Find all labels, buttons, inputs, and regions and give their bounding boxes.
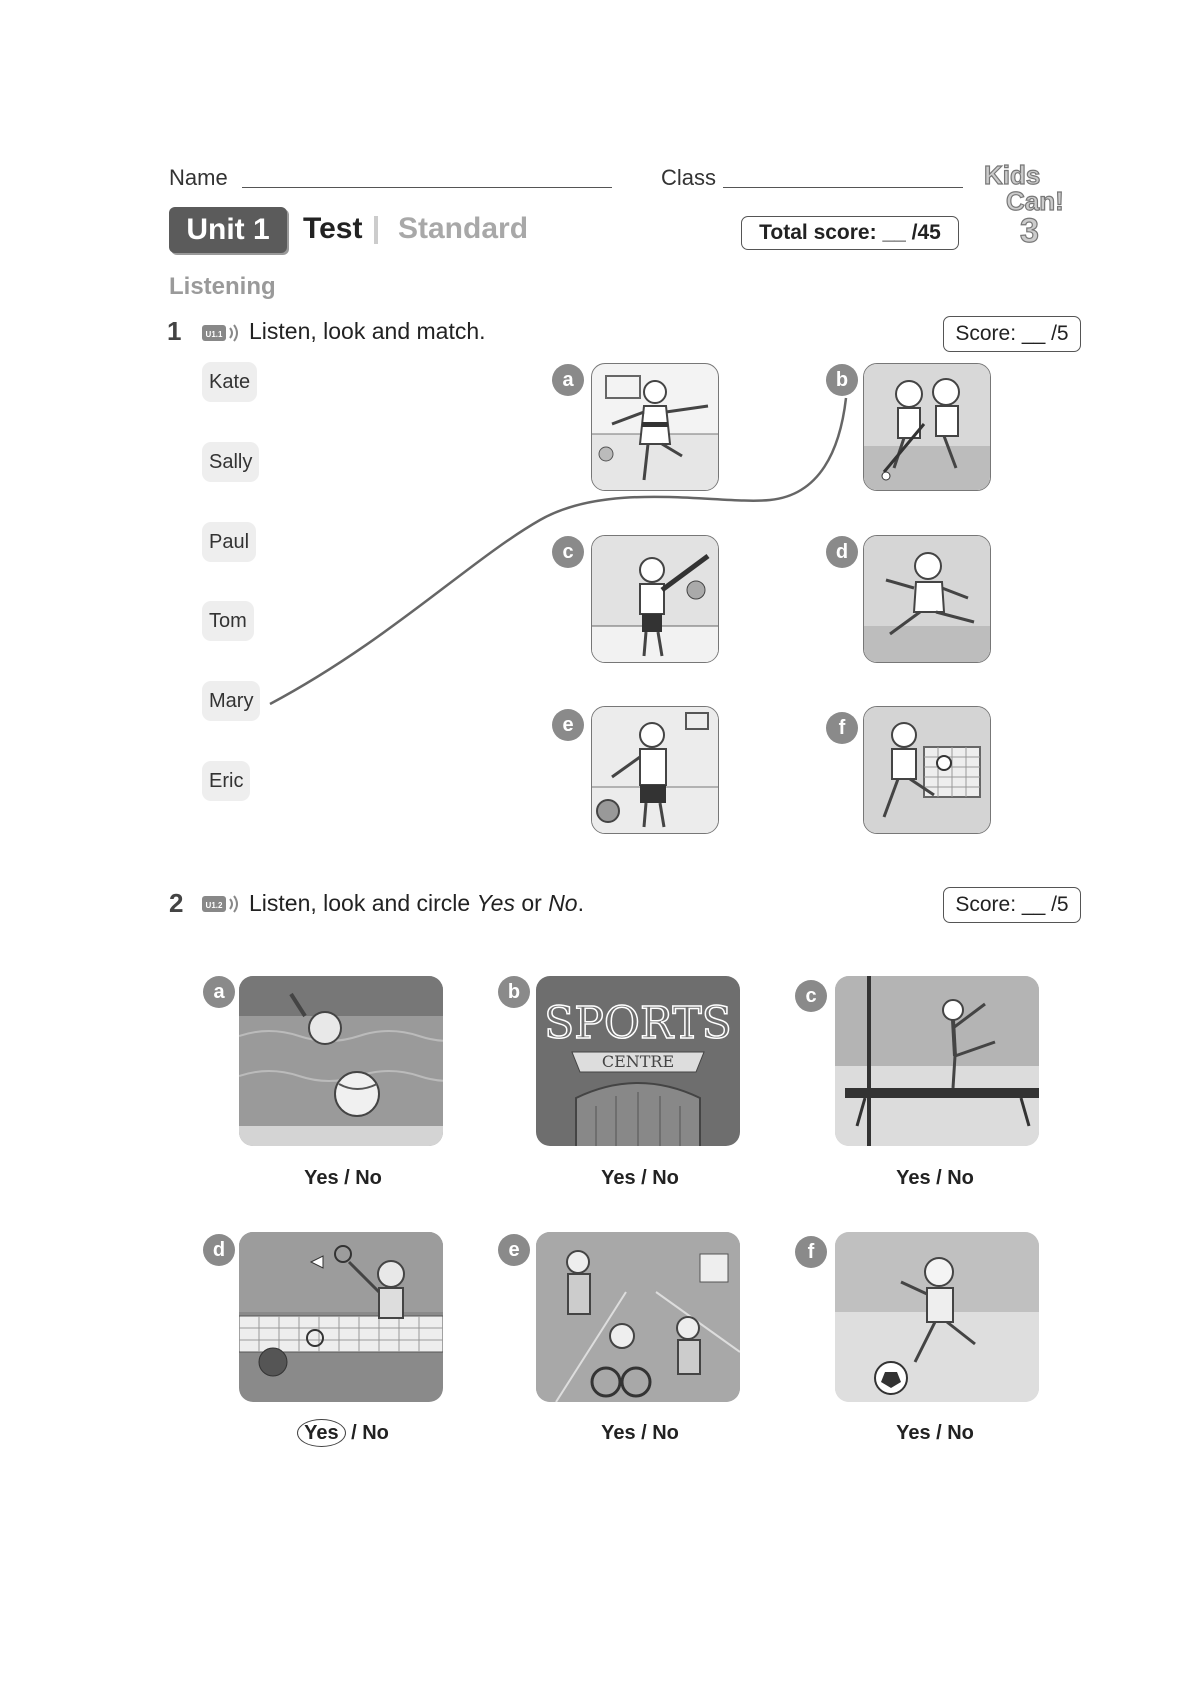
q1-letter-b: b <box>826 364 858 396</box>
slash: / <box>635 1422 653 1444</box>
q1-picture-d <box>863 535 991 663</box>
running-scene-icon <box>864 536 990 662</box>
q2-letter-d: d <box>203 1234 235 1266</box>
karate-scene-icon <box>592 375 718 490</box>
total-score-box: Total score: __ /45 <box>741 216 959 250</box>
logo-word-1: Kids <box>984 160 1040 190</box>
q1-letter-c: c <box>552 536 584 568</box>
basketball-scene-icon <box>592 707 718 833</box>
name-option-eric[interactable]: Eric <box>202 761 251 801</box>
section-heading: Listening <box>169 273 276 300</box>
q2-instruction-no: No <box>548 890 578 916</box>
q2-picture-e <box>536 1232 740 1402</box>
badminton-scene-icon <box>239 1232 443 1377</box>
name-option-tom[interactable]: Tom <box>202 601 254 641</box>
q2-letter-e: e <box>498 1234 530 1266</box>
name-label: Name <box>169 165 228 190</box>
yes-option[interactable]: Yes <box>896 1422 931 1444</box>
q2-instruction: Listen, look and circle Yes or No. <box>249 890 584 917</box>
q2-instruction-yes: Yes <box>476 890 515 916</box>
q2-picture-d <box>239 1232 443 1402</box>
no-option[interactable]: No <box>362 1422 389 1444</box>
centre-sign-text: CENTRE <box>602 1052 674 1071</box>
q1-picture-f <box>863 706 991 834</box>
q1-picture-e <box>591 706 719 834</box>
q2-answer-d[interactable]: Yes / No <box>283 1419 403 1447</box>
wheelchair-basketball-scene-icon <box>536 1232 740 1402</box>
level-title: Standard <box>398 212 529 245</box>
q2-instruction-pre: Listen, look and circle <box>249 890 477 916</box>
q2-answer-f[interactable]: Yes / No <box>875 1422 995 1445</box>
audio-track-label: U1.1 <box>206 330 223 339</box>
baseball-scene-icon <box>592 536 718 662</box>
q1-letter-e: e <box>552 709 584 741</box>
no-option[interactable]: No <box>652 1422 679 1444</box>
q2-answer-c[interactable]: Yes / No <box>875 1167 995 1190</box>
name-option-mary[interactable]: Mary <box>202 681 261 721</box>
slash: / <box>338 1167 356 1189</box>
q1-score-box: Score: __ /5 <box>943 316 1081 352</box>
q2-picture-c <box>835 976 1039 1146</box>
q1-number: 1 <box>167 316 182 346</box>
name-option-paul[interactable]: Paul <box>202 522 257 562</box>
yes-option[interactable]: Yes <box>601 1422 636 1444</box>
no-option[interactable]: No <box>947 1167 974 1189</box>
hockey-scene-icon <box>864 364 990 490</box>
name-field[interactable] <box>242 187 612 188</box>
football-goal-scene-icon <box>864 707 990 833</box>
q2-instruction-end: . <box>577 890 584 916</box>
unit-badge: Unit 1 <box>169 207 287 253</box>
no-option[interactable]: No <box>652 1167 679 1189</box>
name-option-kate[interactable]: Kate <box>202 362 258 402</box>
name-option-sally[interactable]: Sally <box>202 442 260 482</box>
q1-letter-d: d <box>826 536 858 568</box>
q2-answer-a[interactable]: Yes / No <box>283 1167 403 1190</box>
audio-track-label: U1.2 <box>206 901 223 910</box>
yes-option[interactable]: Yes <box>896 1167 931 1189</box>
logo-word-2: Can! <box>1006 186 1064 216</box>
q2-letter-c: c <box>795 980 827 1012</box>
q2-picture-f <box>835 1232 1039 1402</box>
class-label: Class <box>661 165 717 190</box>
q1-picture-a <box>591 363 719 491</box>
q2-letter-a: a <box>203 976 235 1008</box>
yes-option[interactable]: Yes <box>601 1167 636 1189</box>
slash: / <box>345 1422 363 1444</box>
class-field[interactable] <box>723 187 963 188</box>
no-option[interactable]: No <box>947 1422 974 1444</box>
q2-letter-f: f <box>795 1236 827 1268</box>
title-separator <box>374 216 378 244</box>
gymnastics-beam-scene-icon <box>835 976 1039 1146</box>
slash: / <box>635 1167 653 1189</box>
slash: / <box>930 1167 948 1189</box>
q1-picture-c <box>591 535 719 663</box>
yes-option[interactable]: Yes <box>304 1167 339 1189</box>
q2-score-box: Score: __ /5 <box>943 887 1081 923</box>
q2-instruction-mid: or <box>514 890 549 916</box>
audio-track-icon[interactable]: U1.2 <box>201 893 241 915</box>
q2-answer-b[interactable]: Yes / No <box>580 1167 700 1190</box>
q2-number: 2 <box>169 888 184 918</box>
q2-picture-a <box>239 976 443 1146</box>
q1-letter-a: a <box>552 364 584 396</box>
sports-centre-sign-icon: SPORTS CENTRE <box>543 997 733 1146</box>
q2-picture-b: SPORTS CENTRE <box>536 976 740 1146</box>
example-match-line <box>269 397 848 706</box>
q2-answer-e[interactable]: Yes / No <box>580 1422 700 1445</box>
swimming-pool-scene-icon <box>239 976 443 1146</box>
logo-number: 3 <box>1020 212 1039 248</box>
kids-can-logo: Kids Can! 3 <box>983 159 1064 248</box>
yes-option-circled[interactable]: Yes <box>297 1419 346 1447</box>
sports-sign-text: SPORTS <box>544 998 732 1049</box>
slash: / <box>930 1422 948 1444</box>
q2-letter-b: b <box>498 976 530 1008</box>
no-option[interactable]: No <box>355 1167 382 1189</box>
football-kick-scene-icon <box>835 1232 1039 1402</box>
test-title: Test <box>303 212 363 245</box>
q1-letter-f: f <box>826 712 858 744</box>
q1-instruction: Listen, look and match. <box>249 318 486 344</box>
q1-picture-b <box>863 363 991 491</box>
audio-track-icon[interactable]: U1.1 <box>201 322 241 344</box>
